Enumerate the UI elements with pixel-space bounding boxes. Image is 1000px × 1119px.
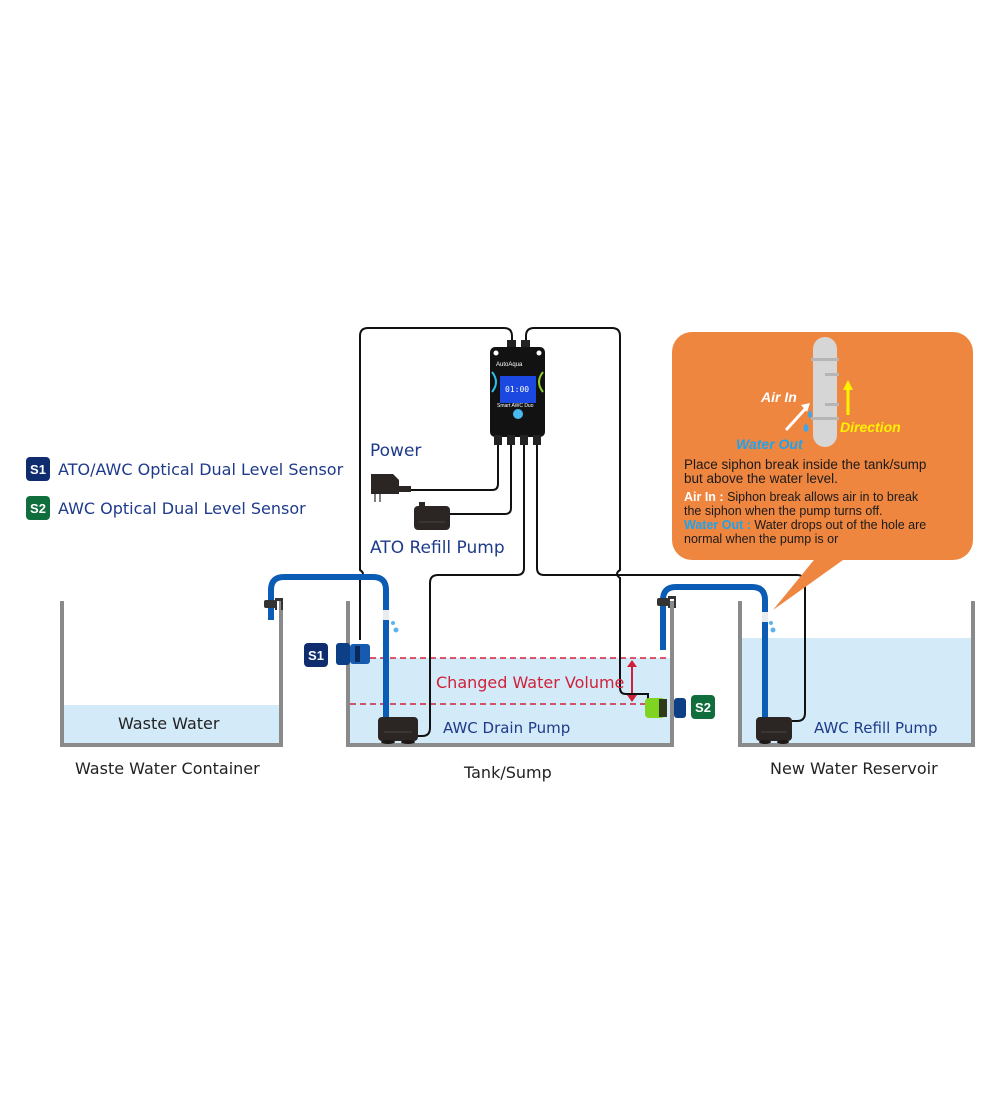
awc-drain-pump-icon bbox=[378, 717, 418, 744]
callout-air-in-text: Air In : Siphon break allows air in to b… bbox=[684, 490, 926, 546]
legend-item-s2: S2 AWC Optical Dual Level Sensor bbox=[26, 496, 306, 520]
refill-siphon-break bbox=[762, 612, 768, 622]
s2-sensor-wire bbox=[525, 327, 649, 700]
s1-legend-label: ATO/AWC Optical Dual Level Sensor bbox=[58, 459, 344, 479]
water-out-desc-2: normal when the pump is or bbox=[684, 532, 839, 546]
water-out-key: Water Out : bbox=[684, 518, 751, 532]
callout-main-line-1: Place siphon break inside the tank/sump bbox=[684, 457, 927, 472]
callout-pointer bbox=[773, 555, 850, 610]
s1-sensor-badge: S1 bbox=[304, 643, 328, 667]
waste-water-container-label: Waste Water Container bbox=[75, 759, 260, 778]
air-in-desc-1: Siphon break allows air in to break bbox=[723, 490, 919, 504]
power-adapter-icon bbox=[371, 474, 411, 502]
waste-water-label: Waste Water bbox=[118, 714, 220, 733]
s2-optical-sensor-icon bbox=[645, 698, 686, 718]
controller-display: 01:00 bbox=[505, 385, 530, 394]
air-in-label: Air In bbox=[761, 389, 797, 405]
s1-optical-sensor-icon bbox=[336, 643, 370, 665]
water-out-desc-1: Water drops out of the hole are bbox=[750, 518, 927, 532]
s1-badge: S1 bbox=[26, 457, 50, 481]
awc-refill-pump-label: AWC Refill Pump bbox=[814, 719, 938, 737]
s2-badge: S2 bbox=[26, 496, 50, 520]
power-wire bbox=[410, 440, 499, 491]
ato-refill-pump-label: ATO Refill Pump bbox=[370, 538, 505, 558]
ato-refill-pump-icon bbox=[414, 502, 450, 530]
tube-clip-icon bbox=[264, 598, 283, 610]
water-droplets-icon bbox=[391, 621, 776, 633]
legend-item-s1: S1 ATO/AWC Optical Dual Level Sensor bbox=[26, 457, 343, 481]
callout-main-line-2: but above the water level. bbox=[684, 471, 838, 486]
air-in-desc-2: the siphon when the pump turns off. bbox=[684, 504, 883, 518]
new-water-reservoir-container bbox=[738, 601, 975, 747]
waste-water-container bbox=[60, 601, 283, 747]
callout-main-text: Place siphon break inside the tank/sump … bbox=[684, 458, 926, 486]
awc-refill-pump-icon bbox=[756, 717, 792, 744]
power-label: Power bbox=[370, 441, 422, 461]
waste-water-fill bbox=[63, 705, 279, 743]
s2-legend-label: AWC Optical Dual Level Sensor bbox=[58, 498, 306, 518]
new-water-reservoir-label: New Water Reservoir bbox=[770, 759, 938, 778]
air-in-key: Air In : bbox=[684, 490, 724, 504]
changed-water-volume-label: Changed Water Volume bbox=[436, 673, 625, 692]
smart-awc-duo-controller bbox=[490, 340, 545, 445]
drain-pump-wire bbox=[418, 440, 525, 737]
drain-siphon-break bbox=[383, 610, 389, 620]
tube-clip-icon bbox=[657, 596, 676, 608]
tank-sump-container bbox=[346, 601, 674, 747]
direction-label: Direction bbox=[840, 419, 901, 435]
ato-pump-wire bbox=[450, 440, 512, 515]
controller-brand: AutoAqua bbox=[496, 362, 523, 368]
awc-drain-pump-label: AWC Drain Pump bbox=[443, 719, 571, 737]
tank-sump-label: Tank/Sump bbox=[464, 763, 552, 782]
water-out-label: Water Out bbox=[736, 436, 803, 452]
controller-button bbox=[513, 409, 523, 419]
s2-sensor-badge: S2 bbox=[691, 695, 715, 719]
drain-tube bbox=[268, 574, 389, 718]
controller-model: Smart AWC Duo bbox=[497, 403, 534, 409]
refill-tube bbox=[660, 584, 768, 718]
controller-screen bbox=[500, 376, 536, 403]
